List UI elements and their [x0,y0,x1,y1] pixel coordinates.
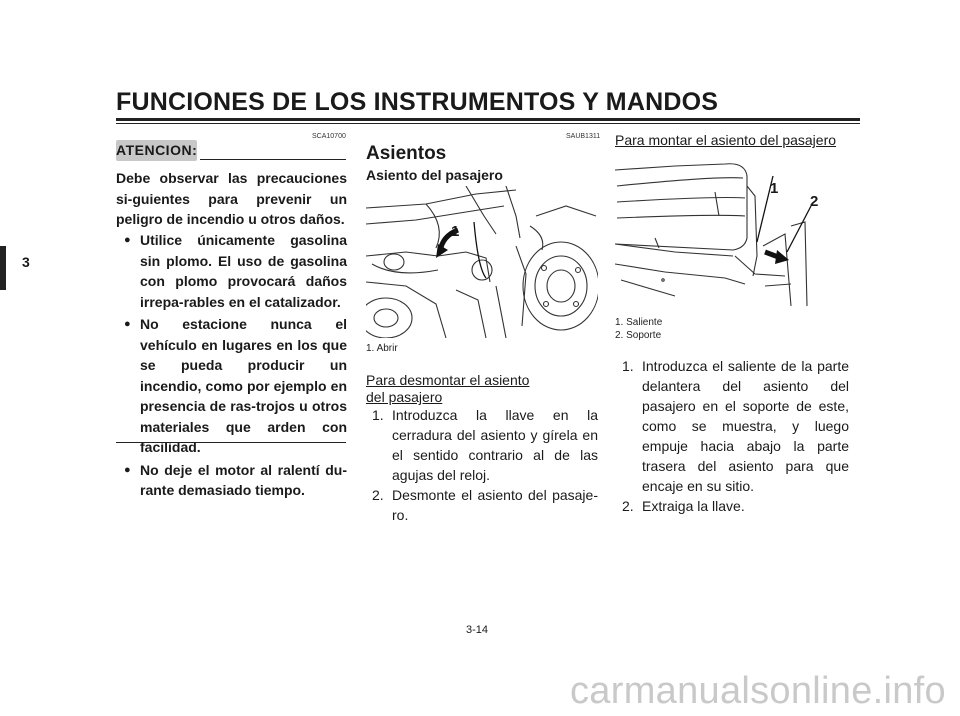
list-item: 2. Extraiga la llave. [622,496,849,516]
install-steps: 1. Introduzca el saliente de la parte de… [622,356,849,516]
seat-lock-figure [359,185,600,339]
step-text: Introduzca la llave en la cerradura del … [392,407,598,483]
seat-lock-illustration [359,185,600,339]
step-text: Extraiga la llave. [642,498,745,514]
bullet-icon: ● [124,463,131,476]
step-number: 2. [372,487,384,503]
title-rule-thin [116,123,860,124]
middle-code: SAUB1311 [566,133,601,140]
step-number: 1. [372,407,384,423]
figure2-callout-2: 2 [810,193,819,210]
bullet-text: No deje el motor al ralentí du-rante dem… [140,461,347,499]
subsection-heading: Asiento del pasajero [366,167,503,183]
watermark: carmanualsonline.info [570,670,946,712]
procedure-title-remove-2: del pasajero [366,389,443,405]
step-number: 2. [622,498,634,514]
remove-steps: 1. Introduzca la llave en la cerradura d… [372,405,598,525]
title-rule [116,118,860,121]
list-item: ● No estacione nunca el vehículo en luga… [124,314,347,458]
figure1-caption: 1. Abrir [366,343,398,354]
step-text: Introduzca el saliente de la parte delan… [642,358,849,494]
list-item: ● No deje el motor al ralentí du-rante d… [124,460,347,501]
seat-install-figure [614,156,847,308]
figure1-callout: 1 [451,223,460,240]
step-text: Desmonte el asiento del pasaje-ro. [392,487,598,523]
bullet-text: No estacione nunca el vehículo en lugare… [140,316,347,455]
chapter-number: 3 [22,254,30,270]
caution-label: ATENCION: [116,140,197,161]
caution-bullets: ● Utilice únicamente gasolina sin plomo.… [124,230,347,501]
page-title: FUNCIONES DE LOS INSTRUMENTOS Y MANDOS [116,88,719,116]
procedure-title-install: Para montar el asiento del pasajero [615,132,837,148]
section-heading: Asientos [366,143,447,164]
list-item: ● Utilice únicamente gasolina sin plomo.… [124,230,347,312]
step-number: 1. [622,358,634,374]
list-item: 2. Desmonte el asiento del pasaje-ro. [372,485,598,525]
caution-intro: Debe observar las precauciones si-guient… [116,170,347,227]
figure2-caption-2: 2. Soporte [615,330,662,341]
bullet-icon: ● [124,318,131,330]
page-number: 3-14 [466,624,489,636]
procedure-title-remove: Para desmontar el asiento [366,372,530,388]
list-item: 1. Introduzca el saliente de la parte de… [622,356,849,496]
figure2-callout-1: 1 [770,180,779,197]
bullet-icon: ● [124,234,131,246]
caution-rule [200,159,346,160]
caution-end-rule [116,442,346,443]
bullet-text: Utilice únicamente gasolina sin plomo. E… [140,232,347,310]
figure2-caption-1: 1. Saliente [615,317,663,328]
left-code: SCA10700 [312,133,346,140]
seat-install-illustration [614,163,812,307]
chapter-tab-bar [0,246,6,290]
list-item: 1. Introduzca la llave en la cerradura d… [372,405,598,485]
